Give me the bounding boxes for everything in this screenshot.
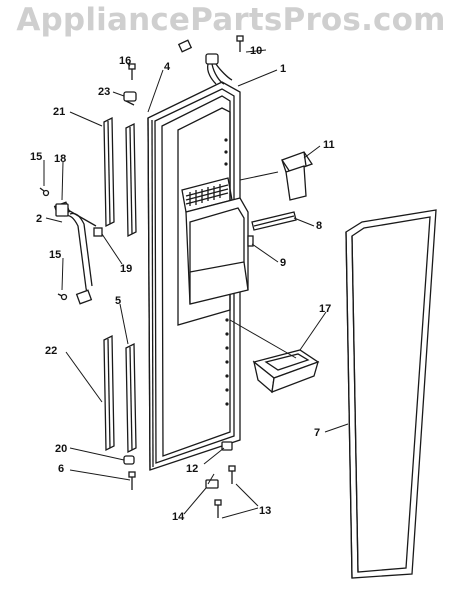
trim-strip-5 [125,342,137,454]
callout-23: 23 [98,86,110,98]
callout-11: 11 [323,139,335,151]
callout-2: 2 [36,213,42,225]
callouts: 10 1 4 16 23 21 15 18 2 15 19 5 22 20 6 … [30,45,335,523]
callout-9: 9 [280,257,286,269]
screw-6 [128,471,136,490]
callout-1: 1 [280,63,286,75]
callout-10: 10 [250,45,262,57]
callout-8: 8 [316,220,322,232]
rail-holes [224,138,229,406]
callout-18: 18 [54,153,66,165]
callout-21: 21 [53,106,65,118]
callout-14: 14 [172,511,185,523]
callout-4: 4 [164,61,171,73]
callout-15b: 15 [49,249,61,261]
door-gasket [345,209,437,579]
callout-5: 5 [115,295,121,307]
wire-harness-10 [177,35,244,85]
screw-15-lower [57,293,68,301]
ice-chute [281,151,313,201]
hinge-part-12 [221,441,233,451]
callout-20: 20 [55,443,67,455]
callout-15a: 15 [30,151,42,163]
trim-strip-lower [103,334,115,452]
callout-6: 6 [58,463,64,475]
clip-23 [123,91,137,106]
trim-strip-upper [103,116,115,228]
screw-16 [128,63,136,80]
hinge-18 [55,203,69,217]
bracket-14 [205,479,219,489]
drip-tray [252,349,320,394]
callout-7: 7 [314,427,320,439]
chute-grill [185,184,229,206]
callout-19: 19 [120,263,132,275]
watermark: AppliancePartsPros.com [16,2,446,38]
callout-13: 13 [259,505,271,517]
trim-strip-4 [125,122,137,238]
door-panel [147,81,249,471]
screw-13 [214,465,236,518]
screw-15-upper [39,187,50,197]
callout-17: 17 [319,303,331,315]
clip-9 [247,235,254,247]
callout-12: 12 [186,463,198,475]
callout-16: 16 [119,55,131,67]
clip-20 [123,455,135,465]
dispenser-bar-8 [251,211,297,231]
callout-22: 22 [45,345,57,357]
leader-lines [43,49,349,519]
